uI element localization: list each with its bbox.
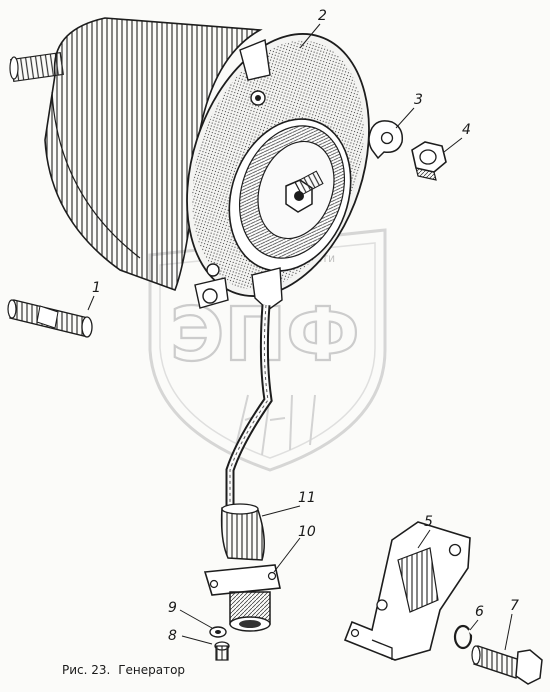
callout-7: 7 <box>510 598 519 614</box>
leader-1 <box>87 295 95 311</box>
leader-2 <box>299 23 321 49</box>
callout-9: 9 <box>168 600 177 616</box>
cable-harness <box>225 304 273 510</box>
caption-title: Генератор <box>118 663 186 677</box>
part-10-connector <box>203 564 281 632</box>
part-5-bracket <box>343 521 471 661</box>
part-1-stud <box>7 299 93 338</box>
leader-5 <box>417 529 431 549</box>
callout-5: 5 <box>424 514 433 530</box>
part-8-screw <box>214 641 230 661</box>
callout-2: 2 <box>318 8 327 24</box>
leader-6 <box>469 619 479 631</box>
part-11-boot <box>220 503 265 561</box>
callout-3: 3 <box>414 92 423 108</box>
leader-10 <box>273 537 301 573</box>
callout-1: 1 <box>92 280 101 296</box>
leader-7 <box>504 613 513 651</box>
part-7-bolt <box>471 645 543 685</box>
part-3-tab-washer <box>368 120 404 160</box>
caption-number: Рис. 23. <box>62 663 111 677</box>
part-4-hex-nut <box>411 141 447 181</box>
leader-4 <box>443 137 463 153</box>
leader-8 <box>181 635 213 645</box>
callouts: 1 2 3 4 5 6 7 8 9 10 11 <box>92 8 519 644</box>
leader-3 <box>395 107 415 129</box>
callout-4: 4 <box>462 122 471 138</box>
callout-11: 11 <box>298 490 316 506</box>
figure-caption: Рис. 23. Генератор <box>62 663 189 677</box>
part-6-spring-washer <box>453 624 475 650</box>
part-9-washer <box>209 626 227 638</box>
callout-8: 8 <box>168 628 177 644</box>
leader-9 <box>179 609 213 629</box>
leader-11 <box>261 505 301 517</box>
leader-lines <box>87 23 513 651</box>
callout-10: 10 <box>298 524 316 540</box>
callout-6: 6 <box>475 604 484 620</box>
generator-body <box>9 17 370 311</box>
